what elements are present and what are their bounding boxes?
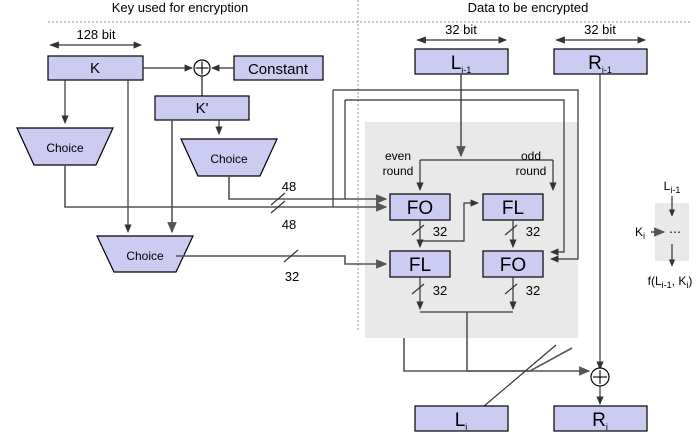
label-odd-round-1: odd	[521, 149, 541, 163]
block-output-right-label: Ri	[592, 410, 608, 432]
block-kprime[interactable]	[154, 95, 250, 121]
label-128bit: 128 bit	[76, 27, 115, 42]
block-input-right-label: Ri-1	[588, 53, 612, 75]
block-output-right[interactable]	[553, 405, 648, 432]
data-bus-label-3: 32	[433, 283, 447, 298]
block-k-label: K	[90, 60, 100, 77]
bus-slash-48a	[270, 192, 286, 206]
wire-choice-bottom-bus	[176, 255, 388, 269]
wire-swap-right	[403, 338, 573, 372]
block-input-left-label: Li-1	[451, 53, 472, 75]
header-right: Data to be encrypted	[468, 0, 589, 15]
block-fo-odd[interactable]	[482, 250, 544, 278]
block-choice-left-label: Choice	[46, 141, 84, 155]
block-fo-odd-label: FO	[500, 255, 526, 276]
data-bus-label-1: 32	[433, 224, 447, 239]
bus-label-48b: 48	[282, 217, 296, 232]
block-choice-bottom[interactable]	[96, 235, 194, 273]
wire-feedback-outer	[333, 89, 579, 263]
bus-slash-48b	[270, 200, 286, 214]
label-32bit-right: 32 bit	[584, 22, 616, 37]
label-32bit-left: 32 bit	[445, 22, 477, 37]
label-odd-round-2: round	[516, 164, 547, 178]
slash-32-c	[411, 283, 425, 295]
block-constant-label: Constant	[248, 61, 309, 78]
block-choice-bottom-label: Choice	[126, 249, 164, 263]
slash-32-a	[411, 224, 425, 236]
slash-32-b	[504, 224, 518, 236]
wire-fo-even-to-fl-odd	[420, 199, 479, 242]
block-choice-left[interactable]	[16, 127, 114, 166]
block-k[interactable]	[47, 55, 144, 81]
legend-ellipsis: ⋯	[669, 225, 681, 239]
bus-label-48a: 48	[282, 179, 296, 194]
data-bus-label-2: 32	[526, 224, 540, 239]
block-choice-mid[interactable]	[180, 138, 278, 177]
bus-label-32: 32	[285, 269, 299, 284]
block-fl-odd-label: FL	[502, 198, 524, 219]
wire-choice-mid-bus	[228, 176, 388, 204]
data-bus-label-4: 32	[526, 283, 540, 298]
legend-key-label: Ki	[635, 225, 645, 241]
block-output-left[interactable]	[414, 405, 509, 432]
label-even-round-2: round	[383, 164, 414, 178]
block-input-left[interactable]	[414, 48, 509, 75]
block-constant[interactable]	[233, 55, 324, 81]
slash-32-d	[504, 283, 518, 295]
block-fo-even-label: FO	[407, 198, 433, 219]
header-left: Key used for encryption	[112, 0, 249, 15]
block-fl-even-label: FL	[409, 255, 431, 276]
label-even-round-1: even	[385, 149, 411, 163]
block-output-left-label: Li	[455, 410, 468, 432]
block-input-right[interactable]	[553, 48, 648, 75]
round-function-panel	[365, 122, 578, 338]
bus-slash-32	[283, 249, 299, 263]
legend-input-label: Li-1	[664, 179, 681, 195]
wire-choice-left-bus	[64, 165, 388, 212]
block-kprime-label: K'	[196, 100, 209, 117]
legend-output-label: f(Li-1, Ki)	[648, 274, 693, 290]
block-choice-mid-label: Choice	[210, 152, 248, 166]
wire-feedback-inner	[345, 99, 565, 256]
